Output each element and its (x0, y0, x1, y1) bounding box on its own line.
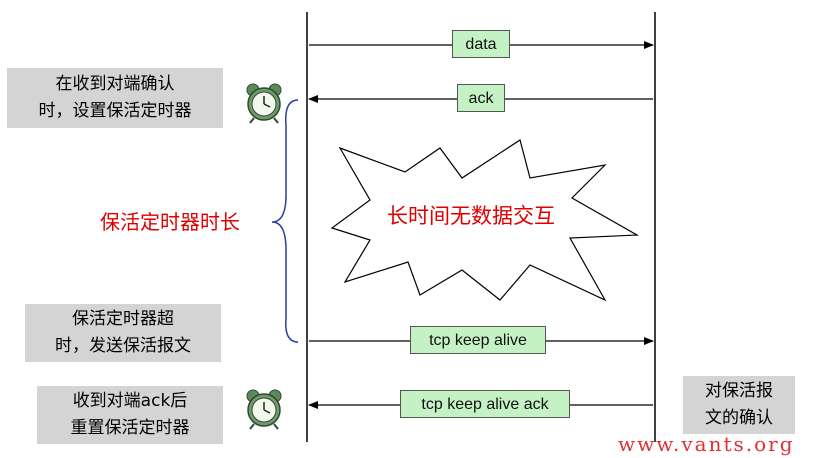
note-line: 重置保活定时器 (70, 418, 190, 438)
note-reset-timer: 收到对端ack后 重置保活定时器 (37, 386, 223, 444)
note-line: 对保活报 (705, 381, 773, 401)
timer-duration-brace (271, 99, 299, 343)
site-watermark: www.vants.org (618, 432, 795, 456)
note-line: 收到对端ack后 (72, 391, 188, 411)
idle-period-burst (330, 139, 640, 302)
note-line: 时，设置保活定时器 (38, 101, 192, 121)
idle-period-label: 长时间无数据交互 (387, 204, 555, 228)
ack-message-label: ack (457, 84, 505, 112)
data-message-label: data (452, 30, 510, 58)
timer-duration-label: 保活定时器时长 (100, 210, 240, 234)
note-line: 保活定时器超 (72, 309, 174, 329)
note-line: 文的确认 (705, 408, 773, 428)
alarm-clock-icon (246, 389, 282, 430)
keepalive-ack-message-label: tcp keep alive ack (400, 390, 570, 418)
keepalive-message-label: tcp keep alive (410, 326, 546, 354)
note-timer-expired: 保活定时器超 时，发送保活报文 (25, 304, 221, 362)
note-peer-keepalive-confirm: 对保活报 文的确认 (683, 376, 795, 434)
note-set-keepalive-timer: 在收到对端确认 时，设置保活定时器 (7, 68, 223, 128)
note-line: 在收到对端确认 (55, 74, 175, 94)
alarm-clock-icon (246, 83, 282, 124)
note-line: 时，发送保活报文 (55, 336, 191, 356)
